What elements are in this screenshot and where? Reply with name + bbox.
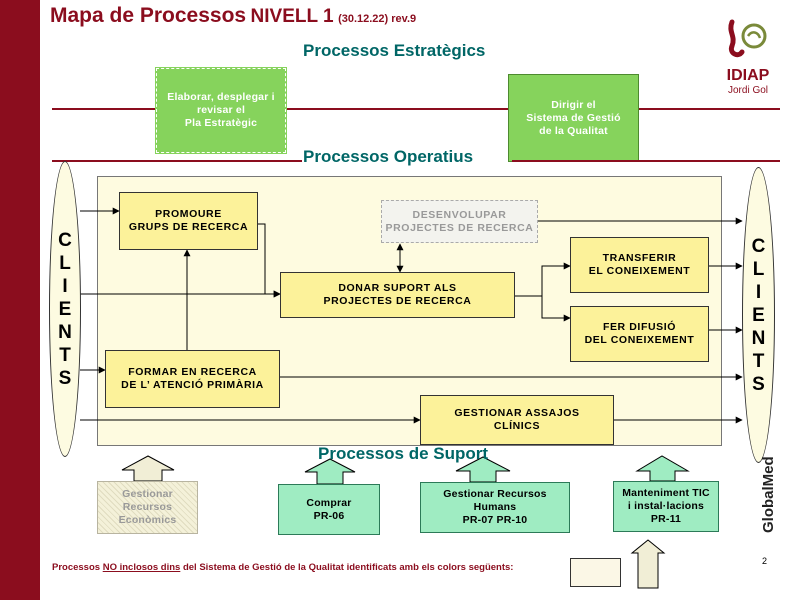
idiap-logo: IDIAP Jordi Gol bbox=[718, 18, 778, 96]
clients-letter: E bbox=[58, 298, 72, 320]
box-promoure-grups: PROMOURE GRUPS DE RECERCA bbox=[119, 192, 258, 250]
title-main: Mapa de Processos bbox=[50, 4, 247, 27]
footnote-underlined: NO inclosos dins bbox=[102, 562, 181, 573]
clients-letter: C bbox=[751, 235, 766, 257]
legend-plain-swatch bbox=[570, 558, 621, 587]
divider-operatius-right bbox=[512, 160, 780, 162]
page-title: Mapa de Processos NIVELL 1 (30.12.22) re… bbox=[50, 4, 416, 28]
logo-subtitle: Jordi Gol bbox=[727, 85, 768, 96]
globalmed-logo: GlobalMed bbox=[760, 456, 777, 533]
box-recursos-humans: Gestionar Recursos Humans PR-07 PR-10 bbox=[420, 482, 570, 533]
clients-letter: T bbox=[752, 350, 765, 372]
clients-left-oval: C L I E N T S bbox=[49, 161, 81, 457]
box-sistema-qualitat: Dirigir el Sistema de Gestió de la Quali… bbox=[508, 74, 639, 162]
clients-letter: T bbox=[59, 344, 71, 366]
box-gestionar-assajos: GESTIONAR ASSAJOS CLÍNICS bbox=[420, 395, 614, 445]
clients-right-oval: C L I E N T S bbox=[742, 167, 775, 463]
footnote-pre: Processos bbox=[52, 562, 103, 573]
section-operatius: Processos Operatius bbox=[303, 147, 474, 166]
box-transferir-coneixement: TRANSFERIR EL CONEIXEMENT bbox=[570, 237, 709, 293]
divider-strategic bbox=[52, 108, 780, 110]
clients-letter: I bbox=[62, 275, 68, 297]
title-level: NIVELL 1 bbox=[250, 6, 334, 27]
support-arrow-economics bbox=[121, 455, 175, 482]
box-recursos-economics: Gestionar Recursos Econòmics bbox=[97, 481, 198, 534]
idiap-logo-mark-icon bbox=[728, 19, 767, 58]
footnote-post: del Sistema de Gestió de la Qualitat ide… bbox=[180, 562, 514, 573]
clients-letter: S bbox=[752, 373, 765, 395]
box-fer-difusio: FER DIFUSIÓ DEL CONEIXEMENT bbox=[570, 306, 709, 362]
box-desenvolupar-projectes: DESENVOLUPAR PROJECTES DE RECERCA bbox=[381, 200, 538, 243]
page-number: 2 bbox=[762, 556, 768, 566]
clients-letter: E bbox=[752, 304, 765, 326]
clients-letter: L bbox=[752, 258, 765, 280]
box-pla-estrategic: Elaborar, desplegar i revisar el Pla Est… bbox=[155, 67, 287, 154]
clients-letter: L bbox=[59, 252, 71, 274]
section-suport: Processos de Suport bbox=[318, 444, 489, 463]
divider-operatius-left bbox=[52, 160, 302, 162]
clients-letter: I bbox=[755, 281, 762, 303]
section-estrategics: Processos Estratègics bbox=[303, 41, 486, 60]
footnote: Processos NO inclosos dins del Sistema d… bbox=[52, 562, 513, 573]
logo-name: IDIAP bbox=[726, 67, 770, 84]
box-manteniment-tic: Manteniment TIC i instal·lacions PR-11 bbox=[613, 481, 719, 532]
left-sidebar-band bbox=[0, 0, 40, 600]
clients-letter: S bbox=[58, 367, 72, 389]
box-formar-recerca: FORMAR EN RECERCA DE L’ ATENCIÓ PRIMÀRIA bbox=[105, 350, 280, 408]
box-comprar: Comprar PR-06 bbox=[278, 484, 380, 535]
title-version: (30.12.22) rev.9 bbox=[338, 13, 417, 25]
clients-letter: N bbox=[58, 321, 72, 343]
box-donar-suport: DONAR SUPORT ALS PROJECTES DE RECERCA bbox=[280, 272, 515, 318]
clients-letter: C bbox=[58, 229, 72, 251]
clients-letter: N bbox=[751, 327, 766, 349]
